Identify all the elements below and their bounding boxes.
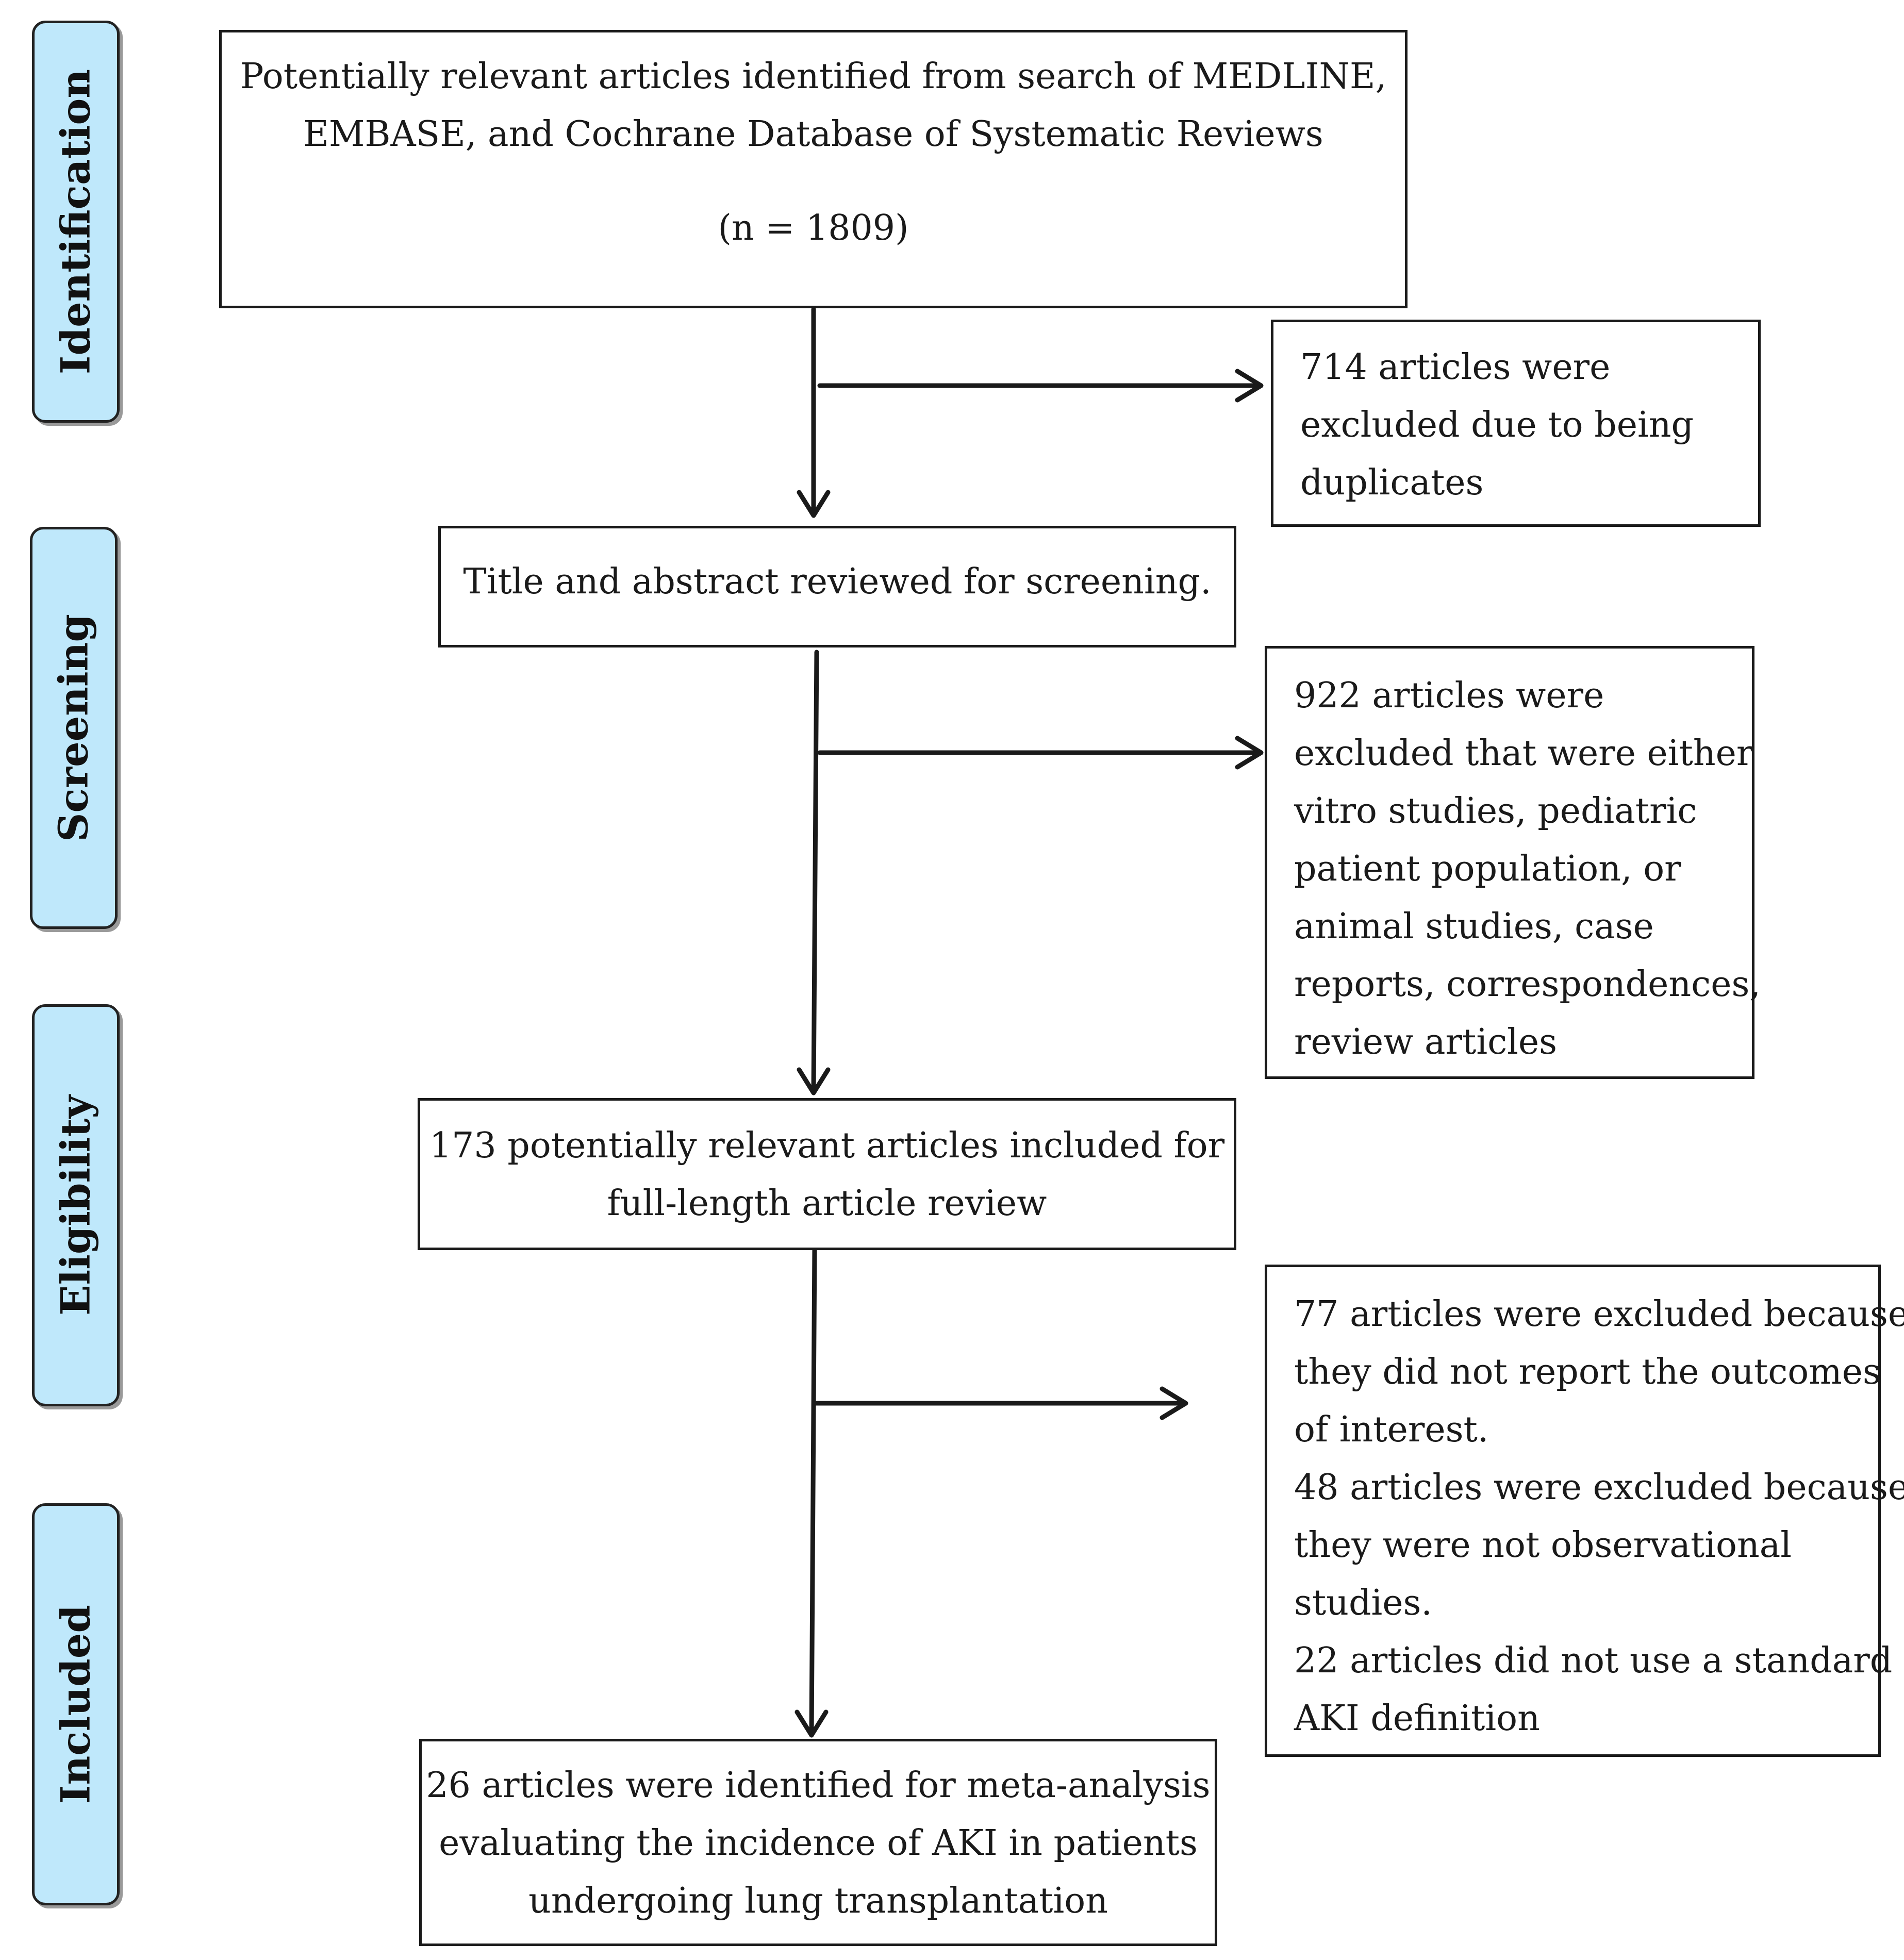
excluded-screening-line-1: 922 articles were: [1294, 675, 1604, 716]
full-text-box: 173 potentially relevant articles includ…: [418, 1098, 1236, 1250]
excluded-screening-line-6: reports, correspondences,: [1294, 964, 1761, 1005]
excluded-full-text-line-4: 48 articles were excluded because: [1294, 1467, 1904, 1508]
included-line-1: 26 articles were identified for meta-ana…: [426, 1765, 1211, 1806]
excluded-duplicates-line-2: excluded due to being: [1300, 405, 1694, 445]
excluded-full-text-line-1: 77 articles were excluded because: [1294, 1294, 1904, 1335]
arrowhead-right-full-text: [1160, 1386, 1188, 1420]
stage-tab-eligibility: Eligibility: [32, 1004, 120, 1406]
identified-box: Potentially relevant articles identified…: [219, 30, 1408, 308]
excluded-screening-line-3: vitro studies, pediatric: [1294, 791, 1697, 832]
stage-tab-identification: Identification: [32, 21, 120, 423]
excluded-screening-box: 922 articles were excluded that were eit…: [1265, 646, 1761, 1079]
excluded-full-text-line-2: they did not report the outcomes: [1294, 1352, 1881, 1392]
full-text-line-1: 173 potentially relevant articles includ…: [429, 1125, 1225, 1166]
excluded-full-text-line-7: 22 articles did not use a standard: [1294, 1640, 1893, 1681]
excluded-full-text-box: 77 articles were excluded because they d…: [1265, 1265, 1904, 1757]
identified-count: (n = 1809): [718, 208, 909, 248]
screening-line-1: Title and abstract reviewed for screenin…: [463, 561, 1212, 602]
excluded-full-text-line-3: of interest.: [1294, 1409, 1489, 1450]
excluded-screening-line-2: excluded that were either: [1294, 733, 1753, 774]
arrowhead-right-duplicates: [1235, 369, 1264, 403]
excluded-full-text-line-5: they were not observational: [1294, 1525, 1792, 1566]
arrowhead-down-screening: [797, 490, 831, 518]
excluded-duplicates-line-1: 714 articles were: [1300, 347, 1611, 388]
excluded-screening-line-4: patient population, or: [1294, 849, 1681, 889]
included-line-2: evaluating the incidence of AKI in patie…: [439, 1823, 1198, 1864]
arrowhead-right-screening: [1235, 736, 1264, 770]
excluded-full-text-line-6: studies.: [1294, 1583, 1433, 1623]
arrowhead-down-included: [794, 1709, 829, 1738]
excluded-duplicates-line-3: duplicates: [1300, 462, 1484, 503]
excluded-full-text-line-8: AKI definition: [1294, 1698, 1540, 1739]
stage-tab-screening: Screening: [30, 527, 118, 929]
included-line-3: undergoing lung transplantation: [528, 1881, 1108, 1921]
stage-tab-included: Included: [32, 1503, 120, 1905]
included-box: 26 articles were identified for meta-ana…: [419, 1739, 1217, 1946]
connector-full-text-to-included: [809, 1247, 817, 1737]
excluded-screening-line-7: review articles: [1294, 1022, 1558, 1062]
excluded-duplicates-box: 714 articles were excluded due to being …: [1271, 320, 1761, 527]
screening-box: Title and abstract reviewed for screenin…: [438, 526, 1236, 647]
identified-line-2: EMBASE, and Cochrane Database of Systema…: [303, 114, 1323, 155]
identified-line-1: Potentially relevant articles identified…: [240, 56, 1387, 97]
excluded-screening-line-5: animal studies, case: [1294, 906, 1654, 947]
arrowhead-down-full-text: [797, 1067, 831, 1095]
full-text-line-2: full-length article review: [607, 1183, 1047, 1224]
connector-screening-to-full-text: [811, 650, 819, 1094]
